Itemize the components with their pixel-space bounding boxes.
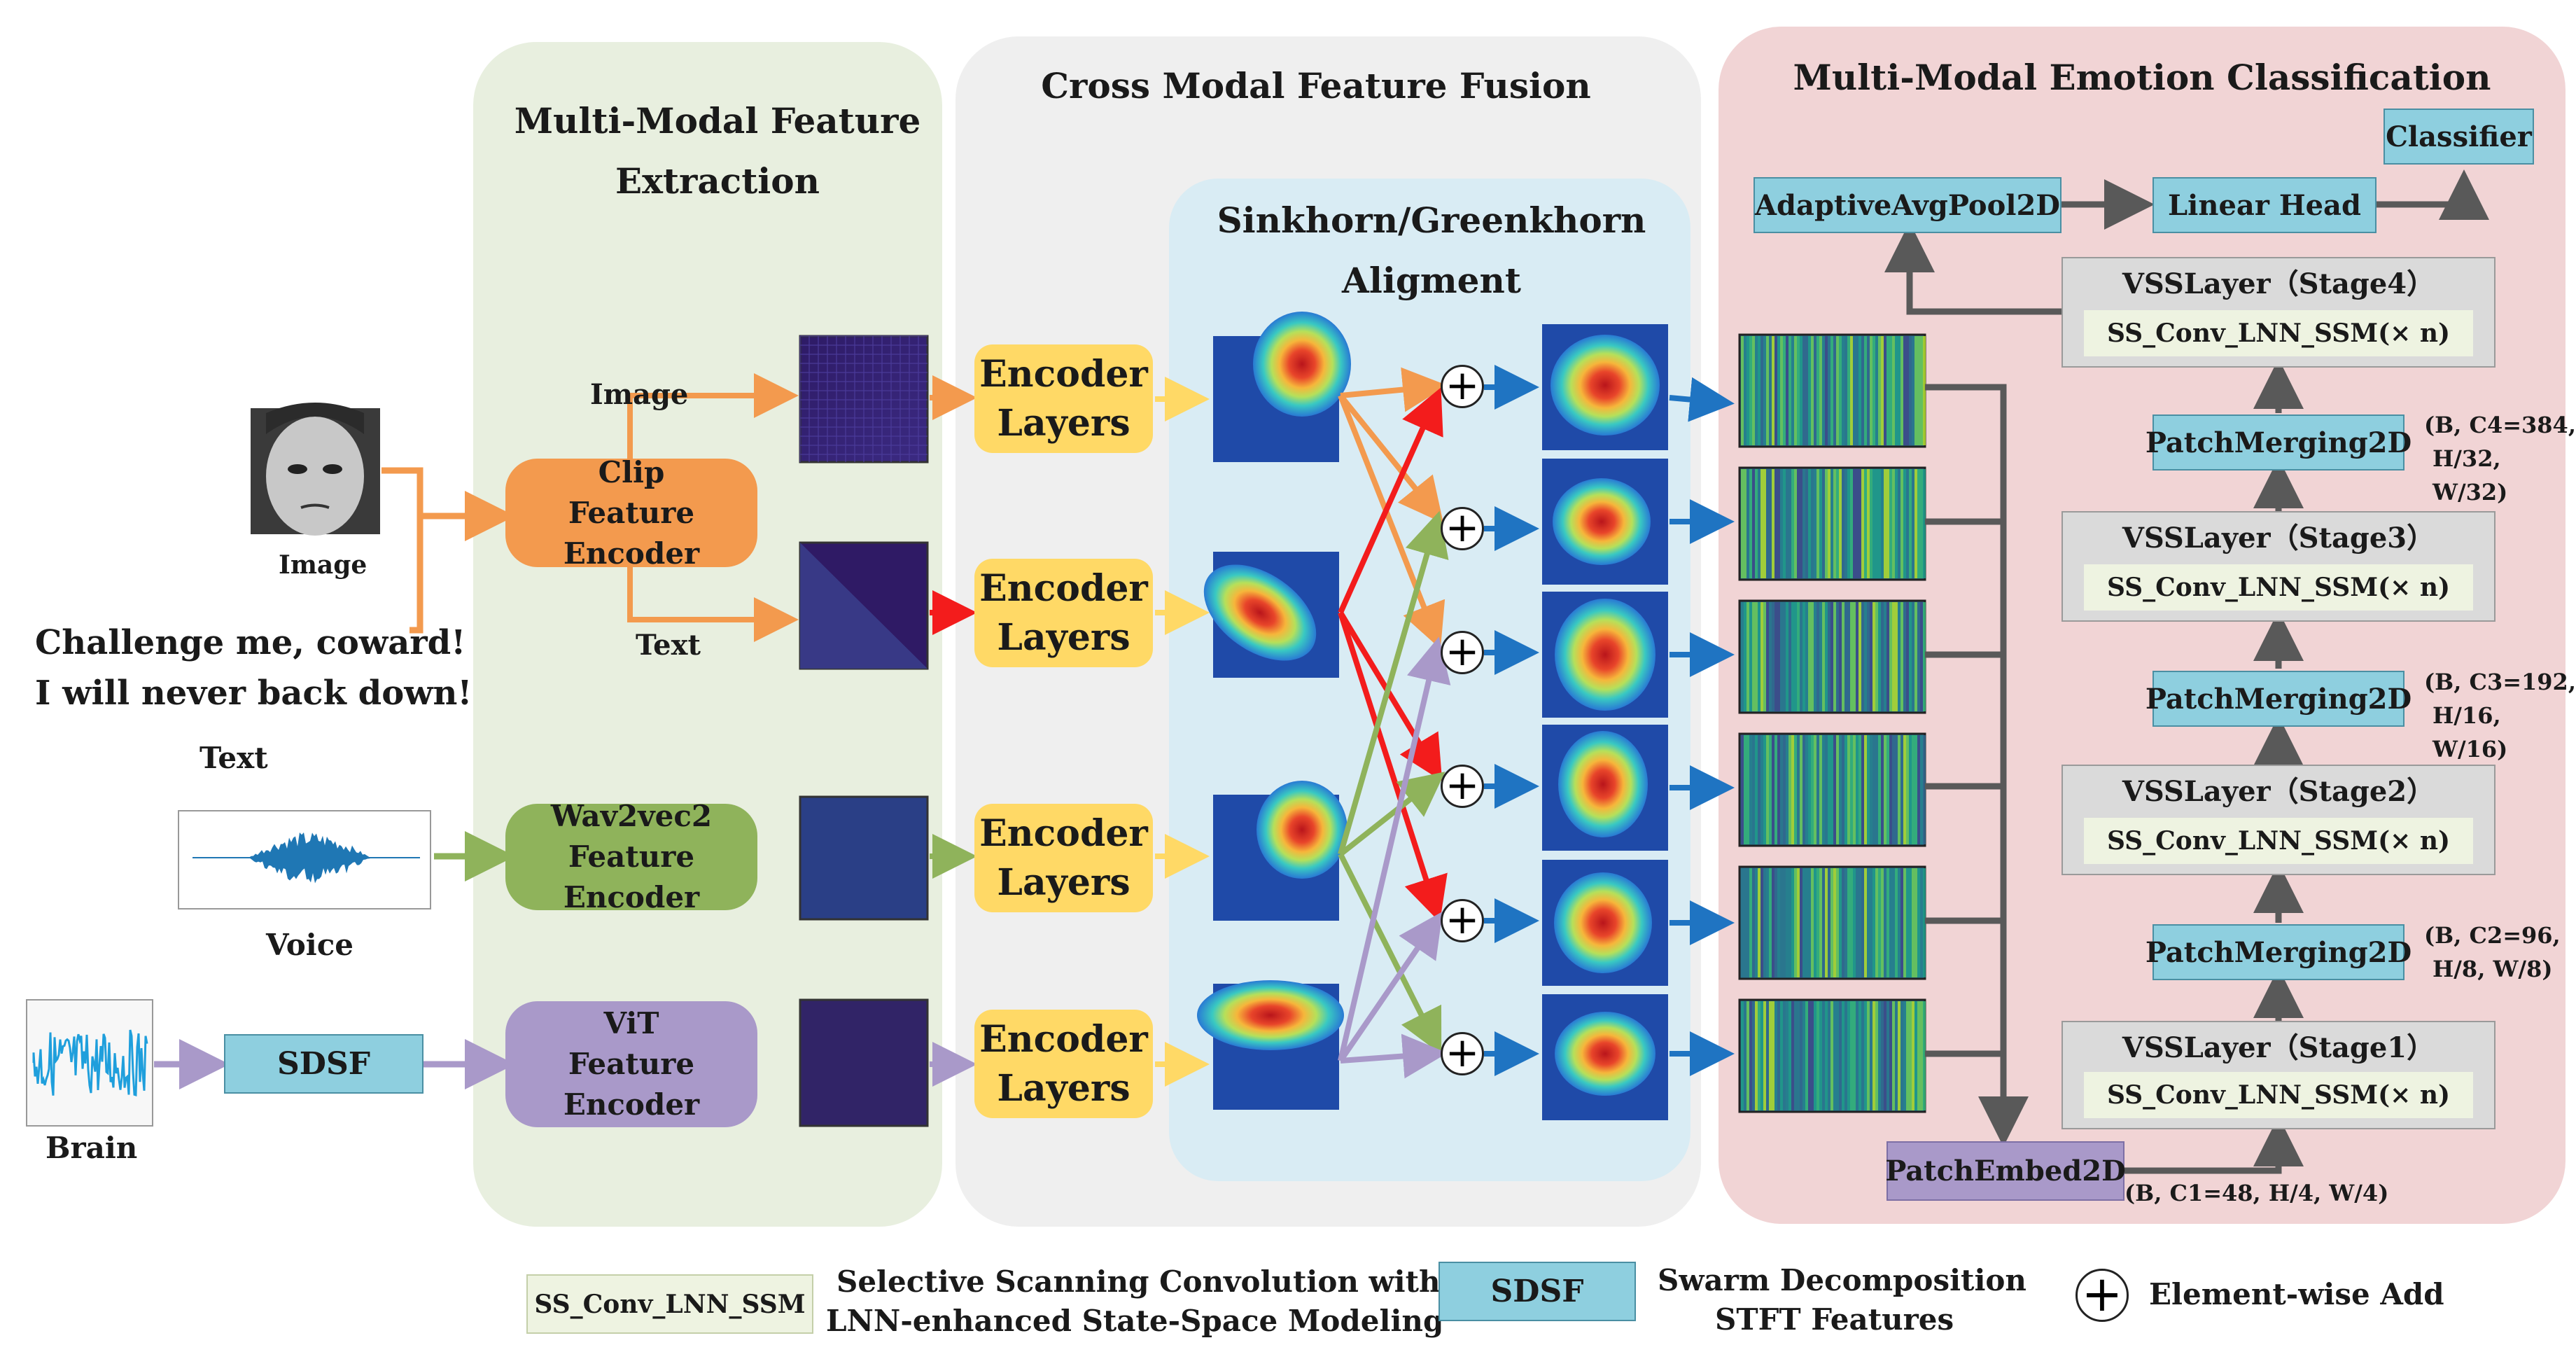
linear-head-box: Linear Head <box>2152 177 2376 233</box>
clip-encoder-line2: Feature Encoder <box>563 495 700 571</box>
encoder-label-line2: Layers <box>997 860 1130 904</box>
encoder-label-line1: Encoder <box>979 352 1148 396</box>
encoder-label-line2: Layers <box>997 615 1130 659</box>
to-encoder-arrows <box>930 375 977 1087</box>
alignment-title: Sinkhorn/Greenkhorn Aligment <box>1217 200 1646 301</box>
image-input-label: Image <box>279 550 368 580</box>
encoder-to-heat-arrows <box>1155 377 1210 1087</box>
classification-title: Multi-Modal Emotion Classification <box>1793 57 2491 98</box>
merge3-shape-line1: (B, C4=384, <box>2424 412 2576 438</box>
plus-to-fused-arrows <box>1484 365 1539 1076</box>
patch-merging-1: PatchMerging2D <box>2146 924 2412 980</box>
vss-stage2-title: VSSLayer（Stage2） <box>2122 775 2435 808</box>
vss-stage1-title: VSSLayer（Stage1） <box>2122 1031 2435 1064</box>
encoder-label-line1: Encoder <box>979 811 1148 855</box>
text-sample-line1: Challenge me, coward! <box>35 623 466 662</box>
legend-sdsf-desc2: STFT Features <box>1715 1302 1954 1337</box>
input-arrows <box>154 467 515 1089</box>
vss-layer-stage3: VSSLayer（Stage3） SS_Conv_LNN_SSM(× n) <box>2062 511 2496 622</box>
vss-stage3-title: VSSLayer（Stage3） <box>2122 522 2435 555</box>
vss-stage1-block: SS_Conv_LNN_SSM(× n) <box>2084 1072 2473 1118</box>
brain-signal <box>26 999 153 1127</box>
patch-merging-2: PatchMerging2D <box>2146 671 2412 727</box>
fused-to-stripe-arrows <box>1669 377 1735 1076</box>
adaptive-avg-pool-box: AdaptiveAvgPool2D <box>1754 177 2062 233</box>
vit-encoder-line1: ViT <box>603 1006 659 1040</box>
element-add-node-3: + <box>1441 631 1484 674</box>
element-add-node-6: + <box>1441 1032 1484 1075</box>
clip-encoder-line1: Clip <box>598 454 665 489</box>
classification-arrows <box>1884 169 2489 1174</box>
clip-branch-arrows <box>627 373 799 642</box>
element-add-node-5: + <box>1441 899 1484 942</box>
patch-embed-shape: (B, C1=48, H/4, W/4) <box>2124 1180 2389 1206</box>
vit-encoder-line2: Feature Encoder <box>563 1047 700 1122</box>
element-add-node-4: + <box>1441 765 1484 808</box>
fused-feature-stripes <box>1738 333 1926 1113</box>
wav-encoder-line2: Feature Encoder <box>563 839 700 914</box>
legend-ss-desc2: LNN-enhanced State-Space Modeling <box>826 1304 1444 1338</box>
legend-sdsf-desc1: Swarm Decomposition <box>1658 1263 2026 1297</box>
encoder-label-line1: Encoder <box>979 566 1148 610</box>
legend-ss-desc1: Selective Scanning Convolution with <box>836 1264 1441 1299</box>
classifier-box: Classifier <box>2384 109 2534 165</box>
legend-add-icon: + <box>2076 1269 2129 1322</box>
extraction-feature-maps <box>799 335 929 1127</box>
text-sample-line2: I will never back down! <box>35 674 472 713</box>
encoder-layers-text: Encoder Layers <box>974 559 1153 667</box>
clip-text-branch-label: Text <box>636 629 701 662</box>
clip-feature-encoder: Clip Feature Encoder <box>505 455 757 571</box>
vss-stage2-block: SS_Conv_LNN_SSM(× n) <box>2084 818 2473 864</box>
fusion-title: Cross Modal Feature Fusion <box>1041 65 1591 106</box>
fused-heatmaps <box>1542 324 1668 1120</box>
element-add-node-1: + <box>1441 365 1484 408</box>
patch-merging-3: PatchMerging2D <box>2146 414 2412 471</box>
brain-input-label: Brain <box>46 1131 138 1165</box>
vss-stage3-block: SS_Conv_LNN_SSM(× n) <box>2084 564 2473 611</box>
wav-encoder-line1: Wav2vec2 <box>550 799 713 833</box>
vss-stage4-block: SS_Conv_LNN_SSM(× n) <box>2084 310 2473 356</box>
merge1-shape-line1: (B, C2=96, <box>2424 922 2561 949</box>
vss-stage4-title: VSSLayer（Stage4） <box>2122 267 2435 300</box>
image-input-arrow <box>382 467 515 541</box>
wav2vec2-feature-encoder: Wav2vec2 Feature Encoder <box>505 799 757 914</box>
encoder-layers-voice: Encoder Layers <box>974 804 1153 912</box>
clip-image-branch-label: Image <box>590 378 689 411</box>
legend-ss-box: SS_Conv_LNN_SSM <box>526 1274 813 1334</box>
legend-add-desc: Element-wise Add <box>2149 1277 2444 1311</box>
merge1-shape-line2: H/8, W/8) <box>2432 956 2553 982</box>
element-add-node-2: + <box>1441 507 1484 550</box>
input-thumbnails <box>26 403 431 1127</box>
voice-input-label: Voice <box>266 928 354 962</box>
source-heatmaps <box>1197 312 1351 1110</box>
encoder-layers-brain: Encoder Layers <box>974 1010 1153 1118</box>
legend-sdsf-box: SDSF <box>1438 1262 1636 1321</box>
vss-layer-stage2: VSSLayer（Stage2） SS_Conv_LNN_SSM(× n) <box>2062 765 2496 875</box>
encoder-layers-image: Encoder Layers <box>974 344 1153 453</box>
encoder-label-line2: Layers <box>997 401 1130 445</box>
extraction-title: Multi-Modal Feature Extraction <box>514 100 921 202</box>
sdsf-box: SDSF <box>224 1034 424 1094</box>
vss-layer-stage4: VSSLayer（Stage4） SS_Conv_LNN_SSM(× n) <box>2062 257 2496 368</box>
encoder-label-line2: Layers <box>997 1066 1130 1110</box>
vit-feature-encoder: ViT Feature Encoder <box>505 1001 757 1127</box>
merge2-shape-line1: (B, C3=192, <box>2424 669 2576 695</box>
cross-fusion-arrows <box>1338 367 1451 1079</box>
vss-layer-stage1: VSSLayer（Stage1） SS_Conv_LNN_SSM(× n) <box>2062 1021 2496 1129</box>
text-input-label: Text <box>200 741 268 775</box>
merge2-shape-line2: H/16, W/16) <box>2432 702 2508 762</box>
encoder-label-line1: Encoder <box>979 1017 1148 1061</box>
collector-arrows <box>1925 384 2029 1147</box>
merge3-shape-line2: H/32, W/32) <box>2432 445 2508 506</box>
text-input-arrow <box>410 516 424 634</box>
patch-embed-box: PatchEmbed2D <box>1885 1141 2126 1201</box>
